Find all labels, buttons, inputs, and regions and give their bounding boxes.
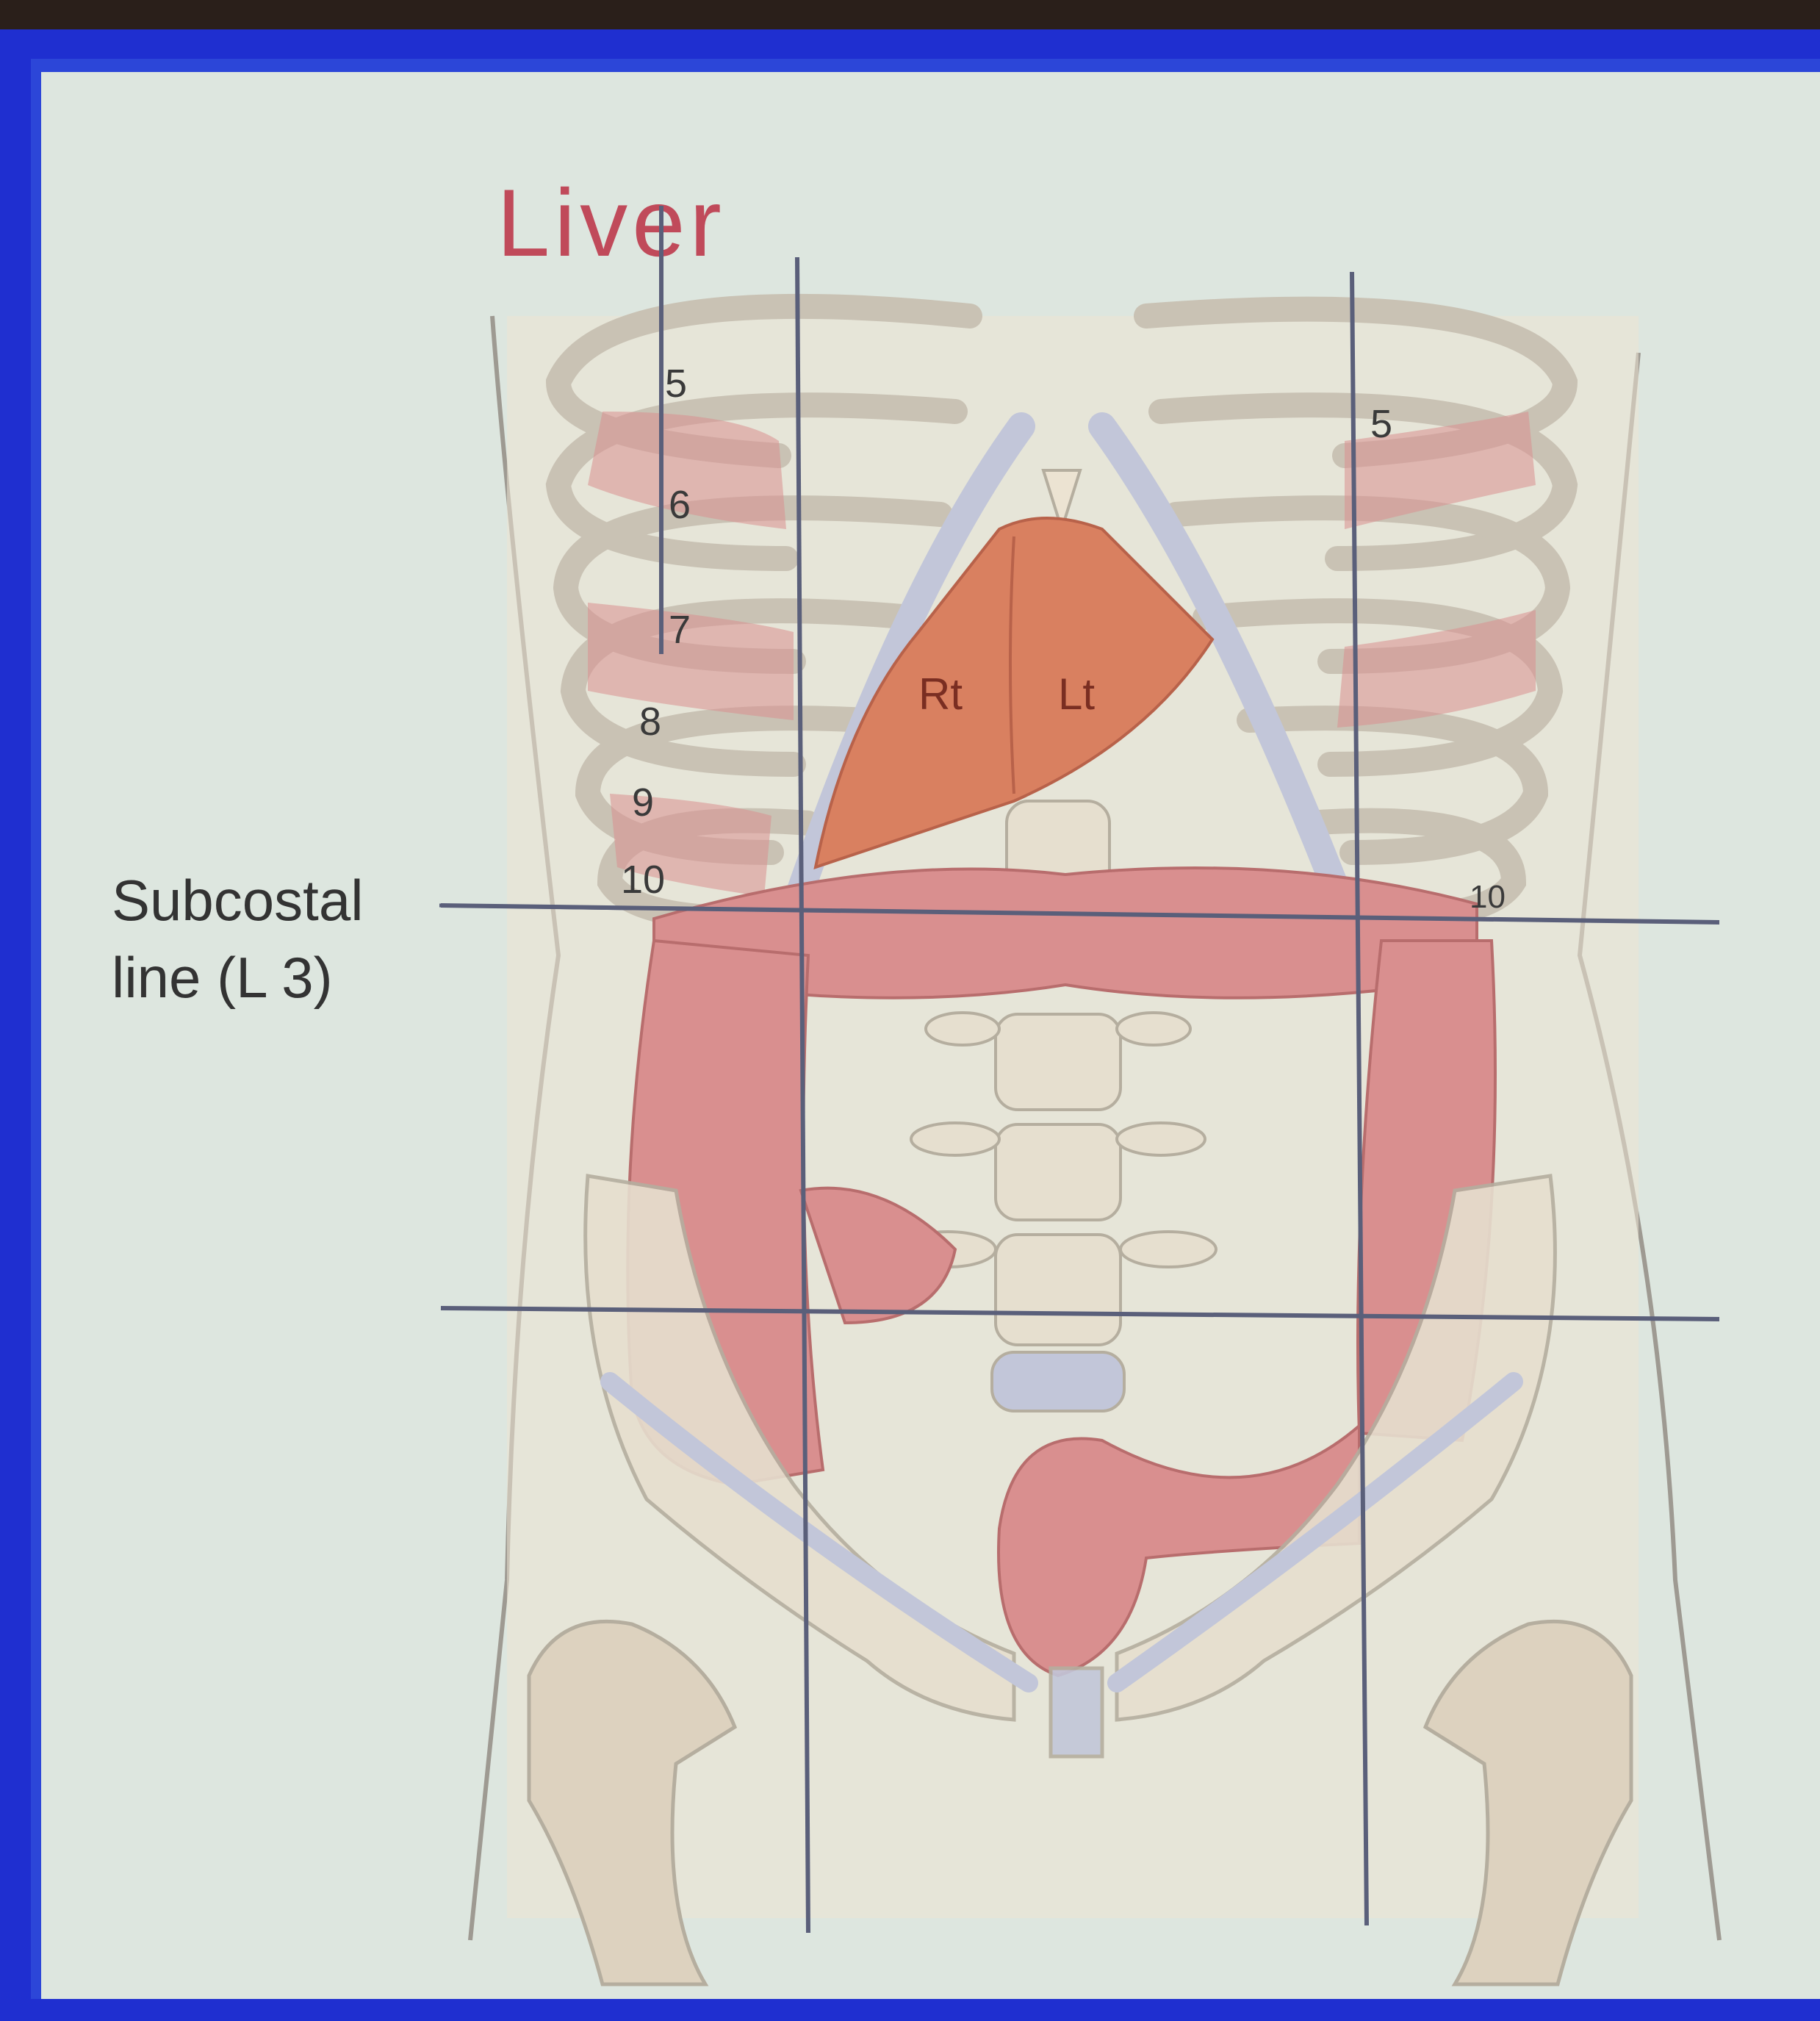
subcostal-pointer <box>0 0 1820 2021</box>
